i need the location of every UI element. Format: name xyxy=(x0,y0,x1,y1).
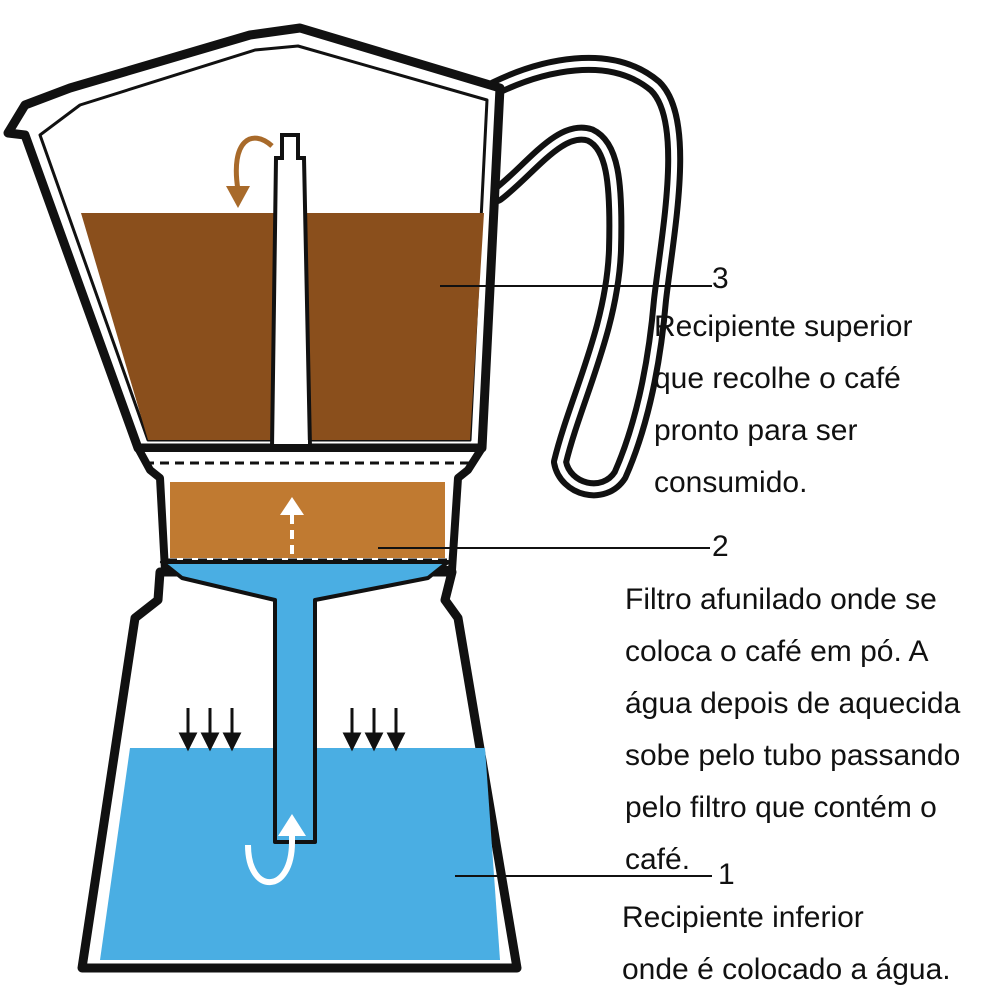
handle xyxy=(486,54,684,499)
chimney-tube xyxy=(269,133,313,452)
coffee-flow-arrow xyxy=(226,135,274,208)
label-2-line: água depois de aquecida xyxy=(625,687,961,720)
label-3-line: que recolhe o café xyxy=(654,362,901,395)
pressure-arrows-right xyxy=(342,708,406,752)
label-2-number: 2 xyxy=(712,530,729,563)
pressure-arrows-left xyxy=(178,708,242,752)
coffee-grounds xyxy=(170,482,445,558)
funnel-tube xyxy=(160,560,450,844)
label-3-line: pronto para ser xyxy=(654,414,858,447)
label-1-number: 1 xyxy=(718,858,735,891)
water-uptake-arrow xyxy=(245,814,306,885)
label-1-line: Recipiente inferior xyxy=(622,901,864,934)
label-3-line: Recipiente superior xyxy=(654,310,913,343)
label-1-description: Recipiente inferior onde é colocado a ág… xyxy=(622,892,951,996)
label-1-line: onde é colocado a água. xyxy=(622,953,951,986)
label-2-line: pelo filtro que contém o xyxy=(625,791,937,824)
label-2-description: Filtro afunilado onde se coloca o café e… xyxy=(625,574,960,886)
label-3-line: consumido. xyxy=(654,466,808,499)
label-3-description: Recipiente superior que recolhe o café p… xyxy=(654,301,912,509)
label-2-line: café. xyxy=(625,843,691,876)
label-3-number: 3 xyxy=(712,262,729,295)
label-2-line: sobe pelo tubo passando xyxy=(625,739,961,772)
boiler-water xyxy=(100,748,500,960)
label-2-line: Filtro afunilado onde se xyxy=(625,583,937,616)
filter-basket-housing xyxy=(134,444,486,574)
label-2-line: coloca o café em pó. A xyxy=(625,635,929,668)
